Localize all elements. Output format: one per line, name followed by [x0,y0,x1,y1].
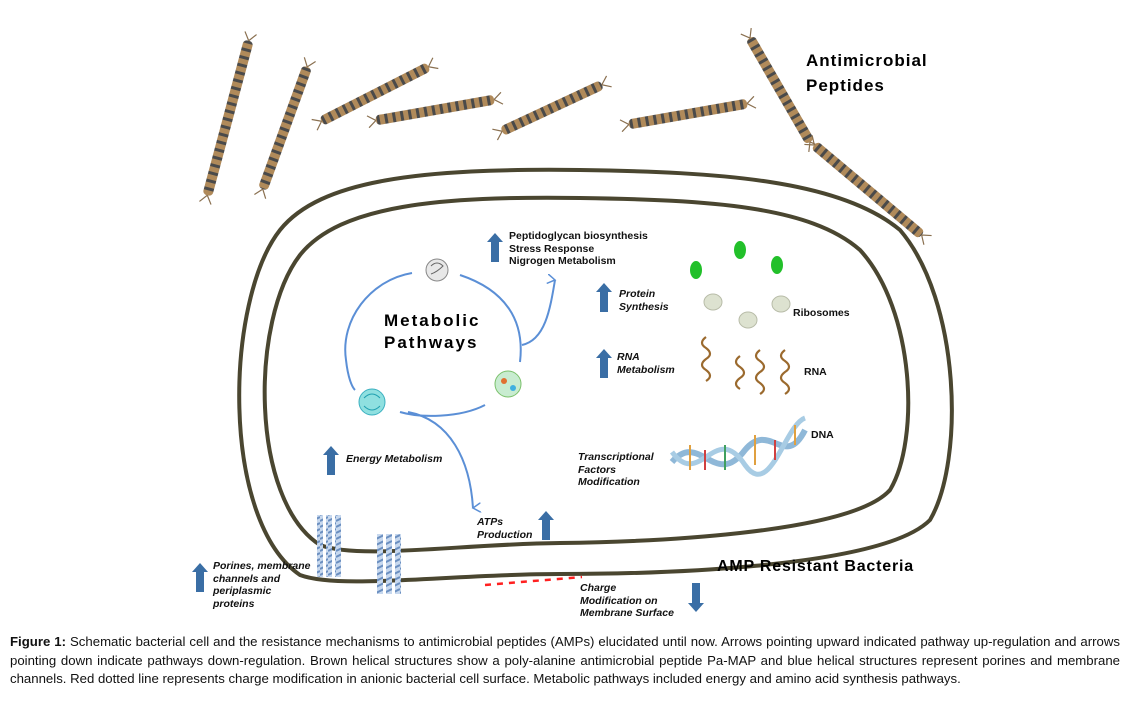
porine-helix [386,534,392,594]
up-arrow-rna-metabolism [596,349,612,378]
rna-strand [754,349,766,395]
rna-label: RNA [804,366,827,378]
atps-production-label: ATPs Production [477,516,533,541]
porine-helix [317,515,323,577]
up-arrow-energy-metabolism [323,446,339,475]
dna-helix [669,415,808,477]
peptide-helix [311,57,439,131]
porine-helix [377,534,383,594]
rna-strand [779,349,791,395]
figure-caption: Figure 1: Schematic bacterial cell and t… [10,633,1120,689]
porine-helix [326,515,332,577]
cycle-arc [344,272,413,391]
protein-synthesis-label: Protein Synthesis [619,288,669,313]
porines-label: Porines, membrane channels and periplasm… [213,560,311,610]
peptide-helix [492,75,612,141]
branch-to-atp [407,411,473,508]
bacterial-cell-diagram: Antimicrobial Peptides Metabolic Pathway… [192,28,954,619]
caption-text: Schematic bacterial cell and the resista… [10,634,1120,686]
enzyme-structure-cyan [358,388,386,416]
down-arrow-charge [688,583,704,612]
ribosomes [703,293,791,329]
ribosome [703,293,723,311]
amp-resistant-bacteria-label: AMP Resistant Bacteria [717,558,914,575]
ribosomes-label: Ribosomes [793,307,850,319]
peptide-helix [199,31,257,205]
peptide-helix [619,95,757,133]
ribosome [771,295,791,313]
green-protein [771,256,783,274]
branch-to-peptidoglycan [521,280,555,346]
peptide-helix [254,57,316,199]
charge-modification-line [484,575,583,587]
up-arrow-protein-synthesis [596,283,612,312]
rna-strand [734,355,746,390]
rna-metabolism-label: RNA Metabolism [617,351,675,376]
peptidoglycan-stress-nitrogen-label: Peptidoglycan biosynthesis Stress Respon… [509,230,648,267]
caption-label: Figure 1: [10,634,67,649]
inner-membrane [262,195,911,554]
enzyme-structure-gray [425,258,449,282]
outer-membrane [237,167,954,584]
rna-strand [700,336,712,382]
cycle-arc [459,274,522,363]
charge-modification-label: Charge Modification on Membrane Surface [580,582,674,619]
dna-label: DNA [811,429,834,441]
transcriptional-factors-label: Transcriptional Factors Modification [578,451,654,488]
porine-channels [317,515,401,594]
diagram-graphics [192,28,954,612]
peptide-helix [804,135,932,245]
energy-metabolism-label: Energy Metabolism [346,453,443,465]
peptide-helix [366,91,504,129]
green-proteins [690,241,783,279]
green-protein [734,241,746,259]
ribosome [738,311,758,329]
cycle-arc [399,404,486,417]
porine-helix [335,515,341,577]
up-arrow-porines [192,563,208,592]
porine-helix [395,534,401,594]
antimicrobial-peptides-label: Antimicrobial Peptides [806,51,928,95]
up-arrow-peptidoglycan [487,233,503,262]
green-protein [690,261,702,279]
metabolic-cycle [344,272,555,508]
up-arrow-atps-production [538,511,554,540]
antimicrobial-peptides [199,28,932,245]
enzyme-structure-multicolor [494,370,522,398]
regulation-arrows [192,233,704,612]
metabolic-pathways-label: Metabolic Pathways [384,311,481,352]
rna-strands [700,336,791,395]
